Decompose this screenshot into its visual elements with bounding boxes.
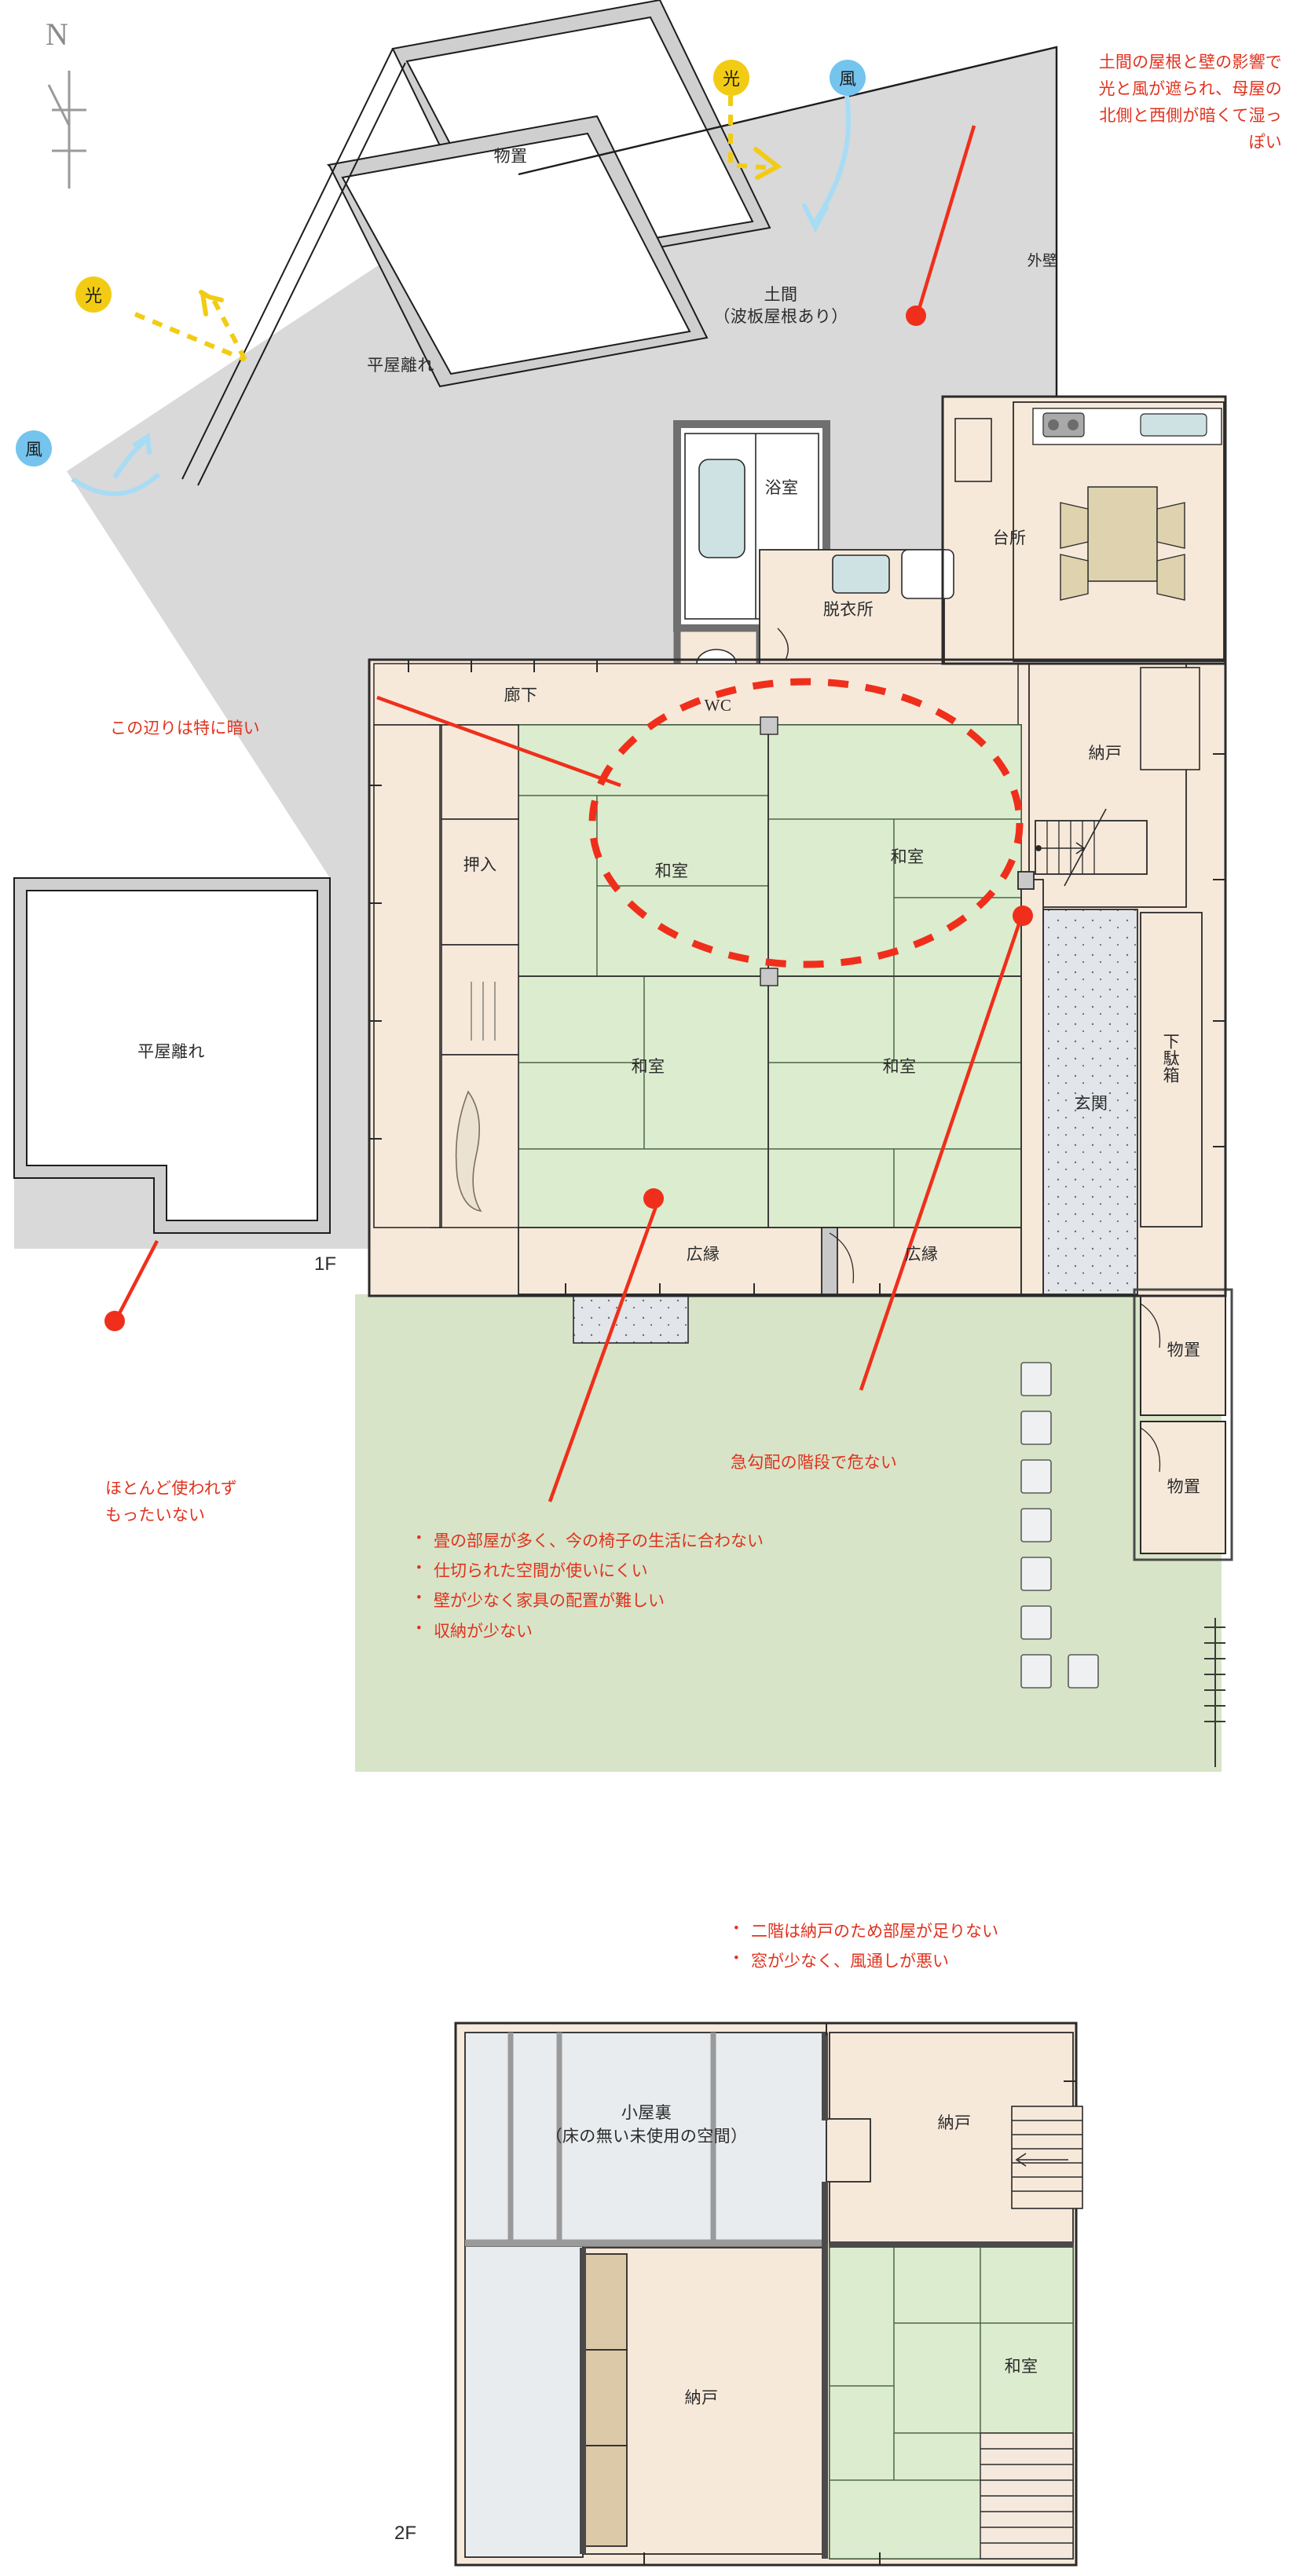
light-badge-top: 光 xyxy=(713,60,749,96)
room-label-washitsu-se: 和室 xyxy=(882,1057,917,1076)
floor-label-2f: 2F xyxy=(394,2523,417,2544)
se-storage-block xyxy=(1133,1288,1233,1561)
room-label-koyaura: 小屋裏 （床の無い未使用の空間） xyxy=(545,2103,748,2146)
room-label-yokushitsu: 浴室 xyxy=(764,478,799,497)
callout-dots xyxy=(104,306,1033,1331)
annotation-doma-dark: 土間の屋根と壁の影響で 光と風が遮られ、母屋の 北側と西側が暗くて湿っ ぽい xyxy=(1098,53,1282,152)
doma-outline xyxy=(518,46,1058,397)
wind-badge-top: 風 xyxy=(830,60,866,96)
room-label-oshiire: 押入 xyxy=(463,855,497,874)
hiraya-hanare-west xyxy=(13,877,331,1234)
room-label-washitsu-ne: 和室 xyxy=(890,847,925,866)
issue-bullets-1f: 畳の部屋が多く、今の椅子の生活に合わない 仕切られた空間が使いにくい 壁が少なく… xyxy=(413,1525,994,1646)
tatami-rooms xyxy=(518,716,1022,1228)
tatami-2f xyxy=(829,2244,1074,2560)
room-label-nando-2f-west: 納戸 xyxy=(684,2388,719,2407)
room-label-nando-2f-north: 納戸 xyxy=(937,2113,972,2132)
kitchen-block xyxy=(954,401,1225,662)
issue-bullet-2f-0: 二階は納戸のため部屋が足りない xyxy=(731,1916,1218,1946)
issue-bullet-2f-1: 窓が少なく、風通しが悪い xyxy=(731,1945,1218,1976)
room-label-daidokoro: 台所 xyxy=(992,529,1027,547)
room-label-monooki-se-1: 物置 xyxy=(1167,1341,1201,1359)
annotation-unused: ほとんど使われず もったいない xyxy=(105,1479,237,1525)
room-label-hiroen-west: 広縁 xyxy=(686,1245,720,1264)
stairs-2f xyxy=(1011,2106,1083,2209)
hiraya-hanare-north xyxy=(326,115,709,388)
nando-2f-west xyxy=(582,2247,827,2555)
issue-bullet-1f-1: 仕切られた空間が使いにくい xyxy=(413,1555,994,1586)
room-label-washitsu-2f: 和室 xyxy=(1004,2357,1038,2376)
room-label-hiraya-hanare-west: 平屋離れ xyxy=(137,1042,205,1061)
window-ticks-2f xyxy=(643,2023,1076,2565)
room-label-wc: WC xyxy=(704,696,732,715)
light-wind-arrows xyxy=(71,95,852,496)
walls-2f xyxy=(580,2033,1073,2559)
annotation-dark-here: この辺りは特に暗い xyxy=(110,719,260,737)
room-label-doma: 土間 （波板屋根あり） xyxy=(713,285,848,326)
exterior-wall-label: 外壁 xyxy=(1027,253,1058,269)
rouka-block xyxy=(373,663,1019,726)
room-label-hiraya-hanare-north: 平屋離れ xyxy=(367,356,434,375)
room-label-nando-1f: 納戸 xyxy=(1088,744,1123,763)
north-arrow xyxy=(47,71,86,188)
nw-roof-lines xyxy=(181,48,406,486)
callout-lines xyxy=(115,125,1024,1502)
room-label-washitsu-nw: 和室 xyxy=(654,862,689,880)
room-label-genkan: 玄関 xyxy=(1074,1094,1108,1113)
oshiire-block xyxy=(373,724,519,1228)
issue-bullet-1f-2: 壁が少なく家具の配置が難しい xyxy=(413,1585,994,1615)
room-label-monooki-nw: 物置 xyxy=(493,147,528,166)
issue-bullet-1f-0: 畳の部屋が多く、今の椅子の生活に合わない xyxy=(413,1525,994,1556)
room-label-rouka: 廊下 xyxy=(504,686,538,704)
annotation-steep-stairs: 急勾配の階段で危ない xyxy=(731,1453,898,1472)
room-label-hiroen-east: 広縁 xyxy=(904,1245,939,1264)
room-label-monooki-se-2: 物置 xyxy=(1167,1477,1201,1496)
room-label-washitsu-sw: 和室 xyxy=(631,1057,665,1076)
wind-badge-left: 風 xyxy=(16,430,52,467)
yard-fence xyxy=(1204,1618,1225,1767)
light-badge-left: 光 xyxy=(75,276,112,313)
dark-area-highlight xyxy=(588,678,1024,968)
hiroen-block xyxy=(518,1227,1022,1344)
window-ticks xyxy=(369,660,1225,1296)
stepping-stones xyxy=(1020,1362,1099,1689)
room-label-getabako: 下駄箱 xyxy=(1161,1033,1181,1084)
entrance-block xyxy=(1017,808,1203,1295)
north-label: N xyxy=(46,16,68,52)
room-label-datsuijo: 脱衣所 xyxy=(822,600,874,619)
issue-bullet-1f-3: 収納が少ない xyxy=(413,1615,994,1646)
outer-walls xyxy=(368,395,1227,1297)
floor-label-1f: 1F xyxy=(314,1253,337,1275)
koyaura-block xyxy=(464,2032,827,2558)
issue-bullets-2f: 二階は納戸のため部屋が足りない 窓が少なく、風通しが悪い xyxy=(731,1916,1218,1976)
main-house-1f xyxy=(368,395,1233,1767)
floor-2-plan xyxy=(454,2022,1083,2567)
